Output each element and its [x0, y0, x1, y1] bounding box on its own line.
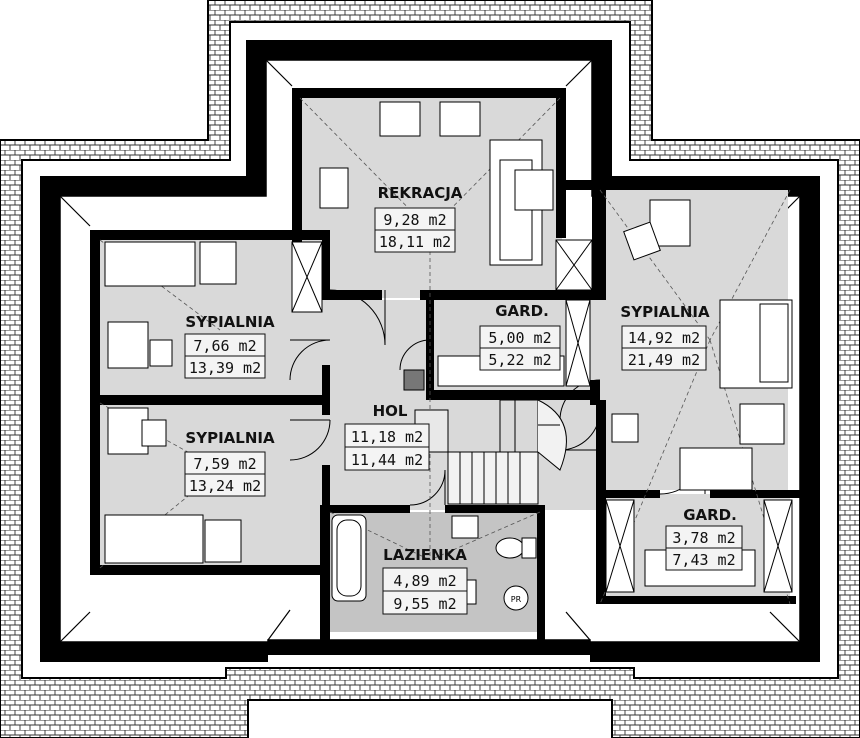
room-area-usable: 11,18 m2: [351, 428, 423, 446]
staircase: [414, 399, 567, 505]
room-area-total: 9,55 m2: [393, 595, 456, 613]
room-area-usable: 7,66 m2: [193, 337, 256, 355]
room-area-total: 11,44 m2: [351, 451, 423, 469]
room-area-usable: 3,78 m2: [672, 529, 735, 547]
room-label-gard-right: GARD. 3,78 m2 7,43 m2: [665, 506, 743, 571]
bedroom-left-bottom-furniture: [104, 407, 242, 564]
room-label-gard-center: GARD. 5,00 m2 5,22 m2: [479, 302, 561, 371]
room-area-usable: 9,28 m2: [383, 211, 446, 229]
room-area-total: 21,49 m2: [628, 351, 700, 369]
room-area-total: 13,24 m2: [189, 477, 261, 495]
room-name: REKRACJA: [378, 184, 463, 202]
room-label-sypialnia-right: SYPIALNIA 14,92 m2 21,49 m2: [620, 303, 710, 371]
room-area-usable: 7,59 m2: [193, 455, 256, 473]
room-name: GARD.: [683, 506, 737, 524]
room-label-lazienka: LAZIENKA 4,89 m2 9,55 m2: [382, 546, 468, 615]
room-area-total: 7,43 m2: [672, 551, 735, 569]
rekreacja-furniture: [319, 101, 593, 291]
room-label-sypialnia-left-bottom: SYPIALNIA 7,59 m2 13,24 m2: [184, 429, 275, 497]
room-name: GARD.: [495, 302, 549, 320]
bathroom-fixtures: [331, 514, 537, 611]
bedroom-left-top-furniture: [104, 241, 323, 369]
bedroom-right-furniture: [611, 199, 793, 491]
room-area-total: 13,39 m2: [189, 359, 261, 377]
room-name: HOL: [373, 402, 408, 420]
room-name: LAZIENKA: [383, 546, 467, 564]
room-label-sypialnia-left-top: SYPIALNIA 7,66 m2 13,39 m2: [184, 313, 275, 379]
room-label-rekreacja: REKRACJA 9,28 m2 18,11 m2: [374, 184, 463, 253]
room-name: SYPIALNIA: [185, 313, 275, 331]
pr-label: PR: [511, 595, 522, 604]
room-area-total: 5,22 m2: [488, 351, 551, 369]
interior-walls: [90, 88, 800, 640]
room-area-usable: 4,89 m2: [393, 572, 456, 590]
room-name: SYPIALNIA: [620, 303, 710, 321]
room-area-total: 18,11 m2: [379, 233, 451, 251]
room-name: SYPIALNIA: [185, 429, 275, 447]
room-label-hol: HOL 11,18 m2 11,44 m2: [344, 402, 430, 471]
room-area-usable: 14,92 m2: [628, 329, 700, 347]
room-area-usable: 5,00 m2: [488, 329, 551, 347]
